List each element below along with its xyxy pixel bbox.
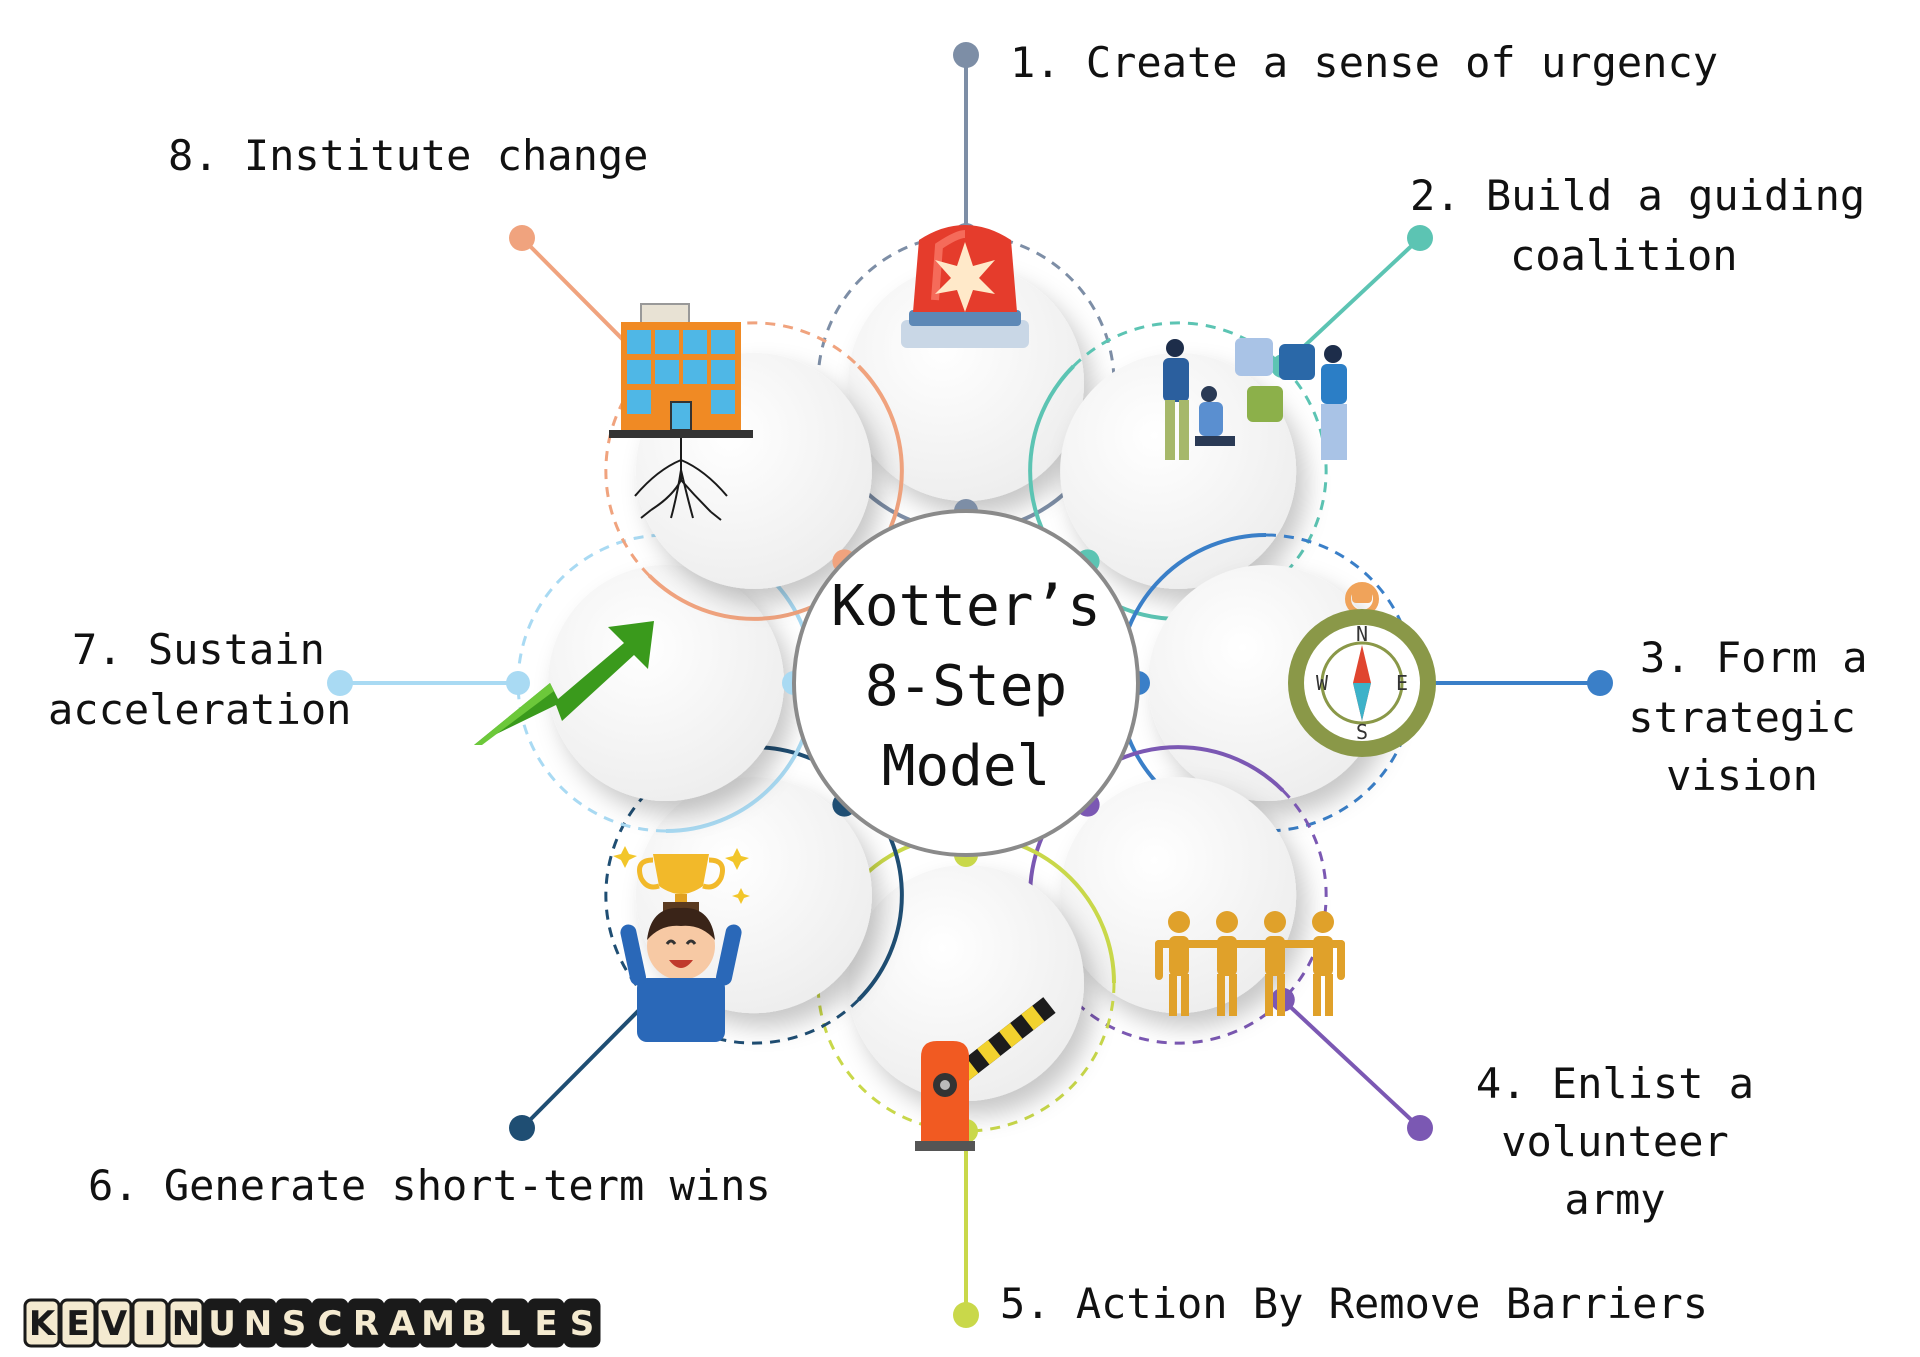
logo-letter-tile: V [95, 1298, 133, 1348]
svg-text:volunteer: volunteer [1501, 1117, 1729, 1166]
connector-dot [1587, 670, 1613, 696]
step-node-2 [1028, 225, 1433, 621]
rooted-building-icon [609, 303, 753, 521]
step-label-3: 3. Form a strategic vision [1628, 633, 1867, 800]
svg-text:S: S [570, 1304, 595, 1344]
connector-dot [509, 225, 535, 251]
icon-disc [848, 865, 1084, 1101]
connector-dot [1407, 225, 1433, 251]
svg-text:2. Build a guiding: 2. Build a guiding [1410, 171, 1865, 220]
connector-dot [506, 671, 530, 695]
compass-icon: N S E W [1288, 582, 1436, 757]
svg-text:M: M [421, 1304, 455, 1344]
svg-text:A: A [389, 1304, 416, 1344]
svg-text:S: S [282, 1304, 307, 1344]
svg-text:1. Create a sense of urgency: 1. Create a sense of urgency [1010, 38, 1718, 87]
svg-text:U: U [208, 1304, 236, 1344]
icon-disc [1060, 777, 1297, 1014]
step-label-1: 1. Create a sense of urgency [1010, 38, 1718, 87]
connector-line [1281, 998, 1422, 1130]
logo-letter-tile: N [167, 1298, 205, 1348]
svg-text:C: C [318, 1304, 343, 1344]
svg-text:acceleration: acceleration [48, 685, 351, 734]
team-puzzle-icon [1163, 338, 1347, 460]
logo-letter-tile: R [347, 1298, 385, 1348]
svg-text:strategic: strategic [1628, 693, 1856, 742]
logo-letter-tile: B [455, 1298, 493, 1348]
connector-dot [1407, 1115, 1433, 1141]
connector-line [520, 998, 651, 1130]
center-title-line-2: 8-Step [865, 654, 1067, 719]
logo-letter-tile: U [203, 1298, 241, 1348]
center-title-line-3: Model [882, 734, 1051, 799]
people-chain-icon [1155, 911, 1345, 1016]
icon-disc [1060, 352, 1297, 589]
logo-letter-tile: S [563, 1298, 601, 1348]
icon-disc [548, 565, 784, 801]
svg-text:4. Enlist a: 4. Enlist a [1476, 1059, 1754, 1108]
svg-text:army: army [1564, 1175, 1665, 1224]
svg-text:V: V [101, 1304, 128, 1344]
svg-text:N: N [244, 1304, 272, 1344]
svg-text:L: L [499, 1304, 521, 1344]
logo-letter-tile: M [419, 1298, 457, 1348]
svg-text:S: S [1356, 720, 1368, 744]
step-label-6: 6. Generate short-term wins [88, 1161, 771, 1210]
svg-text:coalition: coalition [1510, 231, 1738, 280]
svg-text:K: K [29, 1304, 57, 1344]
logo-letter-tile: N [239, 1298, 277, 1348]
center-title-line-1: Kotter’s [831, 574, 1101, 639]
svg-text:vision: vision [1666, 751, 1818, 800]
logo-letter-tile: K [23, 1298, 61, 1348]
logo-letter-tile: C [311, 1298, 349, 1348]
svg-text:7. Sustain: 7. Sustain [72, 625, 325, 674]
connector-dot [953, 42, 979, 68]
logo-letter-tile: S [275, 1298, 313, 1348]
siren-icon [901, 225, 1029, 348]
svg-text:W: W [1316, 671, 1329, 695]
svg-text:E: E [534, 1304, 557, 1344]
svg-text:6. Generate short-term wins: 6. Generate short-term wins [88, 1161, 771, 1210]
step-label-4: 4. Enlist a volunteer army [1476, 1059, 1754, 1224]
logo-letter-tile: L [491, 1298, 529, 1348]
logo-letter-tile: A [383, 1298, 421, 1348]
step-label-7: 7. Sustain acceleration [48, 625, 351, 734]
step-label-5: 5. Action By Remove Barriers [1000, 1279, 1708, 1328]
logo-letter-tile: E [59, 1298, 97, 1348]
svg-text:R: R [353, 1304, 379, 1344]
svg-text:B: B [461, 1304, 487, 1344]
growth-arrow-icon [474, 621, 654, 745]
logo-letter-tile: E [527, 1298, 565, 1348]
center-hub: Kotter’s 8-Step Model [792, 509, 1140, 857]
svg-text:N: N [1356, 622, 1368, 646]
trophy-winner-icon [613, 846, 750, 1042]
logo-letter-tile: I [131, 1298, 169, 1348]
svg-text:5. Action By Remove Barriers: 5. Action By Remove Barriers [1000, 1279, 1708, 1328]
svg-text:E: E [1396, 671, 1408, 695]
connector-dot [953, 1302, 979, 1328]
step-label-2: 2. Build a guiding coalition [1410, 171, 1865, 280]
step-label-8: 8. Institute change [168, 131, 648, 180]
barrier-gate-icon [915, 997, 1056, 1151]
svg-text:E: E [66, 1304, 89, 1344]
svg-text:3. Form a: 3. Form a [1640, 633, 1868, 682]
svg-text:N: N [172, 1304, 200, 1344]
svg-text:I: I [144, 1304, 157, 1344]
connector-dot [509, 1115, 535, 1141]
svg-text:8. Institute change: 8. Institute change [168, 131, 648, 180]
connector-dot [327, 670, 353, 696]
